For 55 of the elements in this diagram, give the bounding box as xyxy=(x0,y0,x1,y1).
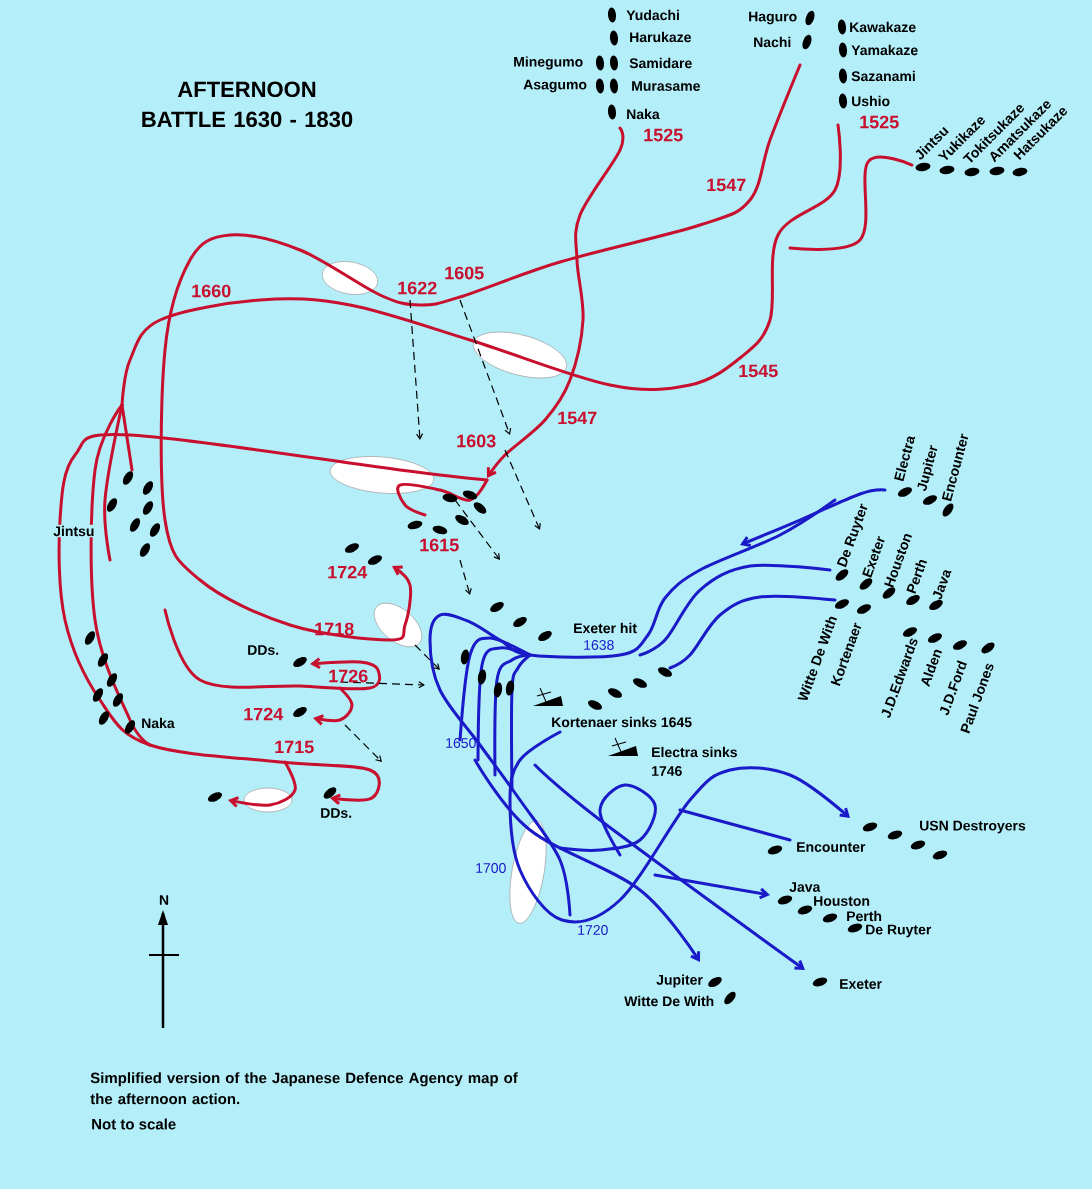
ship-name: Minegumo xyxy=(514,56,583,70)
time-label: 1650 xyxy=(446,738,476,748)
time-label: 1715 xyxy=(275,740,314,754)
ship-name: Alden xyxy=(921,649,942,688)
time-label: 1525 xyxy=(644,128,683,142)
ship-name: DDs. xyxy=(248,645,279,655)
title: AFTERNOON BATTLE 1630 - 1830 xyxy=(142,81,353,128)
ship-name: Sazanami xyxy=(851,70,915,82)
ship-name: Samidare xyxy=(629,57,692,69)
time-label: 1603 xyxy=(457,434,496,448)
ship-name: Houston xyxy=(814,896,870,906)
ship-name: De Ruyter xyxy=(866,924,932,938)
note: Not to scale xyxy=(92,1118,176,1130)
time-label: 1615 xyxy=(420,538,459,552)
time-label: 1545 xyxy=(739,364,778,378)
time-label: 1724 xyxy=(244,707,284,721)
ship-name: Exeter xyxy=(840,979,882,989)
ship-name: Perth xyxy=(847,910,882,922)
time-label: 1547 xyxy=(558,411,597,425)
ship-name: Electra xyxy=(894,436,916,482)
time-label: 1720 xyxy=(578,925,608,935)
ship-name: Kortenaer sinks 1645 xyxy=(552,716,692,728)
ship-name: Jupiter xyxy=(917,444,938,491)
ship-name: Encounter xyxy=(797,842,866,852)
ship-name: Naka xyxy=(142,717,175,729)
ship-name: Kawakaze xyxy=(850,21,916,33)
time-label: 1547 xyxy=(707,178,746,192)
ship-name: 1746 xyxy=(652,766,682,776)
time-label: 1724 xyxy=(328,565,368,579)
ship-name: Haguro xyxy=(749,11,797,25)
ship-name: Java xyxy=(932,570,952,600)
ship-name: Java xyxy=(789,882,821,892)
ship-name: Yamakaze xyxy=(851,44,918,56)
time-label: 1525 xyxy=(860,115,899,129)
time-label: 1726 xyxy=(329,669,368,683)
ship-name: Jupiter xyxy=(656,974,703,988)
ship-name: Naka xyxy=(627,108,660,120)
ship-name: Ushio xyxy=(852,95,890,107)
ship-name: Nachi xyxy=(754,36,791,48)
time-label: 1700 xyxy=(476,863,506,873)
ship-name: Yudachi xyxy=(626,9,679,21)
ship-name: Exeter hit xyxy=(574,622,637,634)
ship-name: USN Destroyers xyxy=(920,820,1026,834)
time-label: 1638 xyxy=(584,640,614,650)
ship-name: Electra sinks xyxy=(652,746,737,758)
time-label: 1605 xyxy=(445,266,484,280)
ship-name: DDs. xyxy=(321,808,352,818)
ship-name: N xyxy=(159,895,169,905)
ship-name: Murasame xyxy=(632,81,700,91)
time-label: 1660 xyxy=(192,284,231,298)
time-label: 1622 xyxy=(398,281,437,295)
ship-name: Witte De With xyxy=(624,995,714,1007)
ship-name: Harukaze xyxy=(630,31,691,43)
caption: Simplified version of the Japanese Defence Agency map of the afternoon action. xyxy=(90,1072,518,1105)
ship-name: Asagumo xyxy=(523,79,587,93)
